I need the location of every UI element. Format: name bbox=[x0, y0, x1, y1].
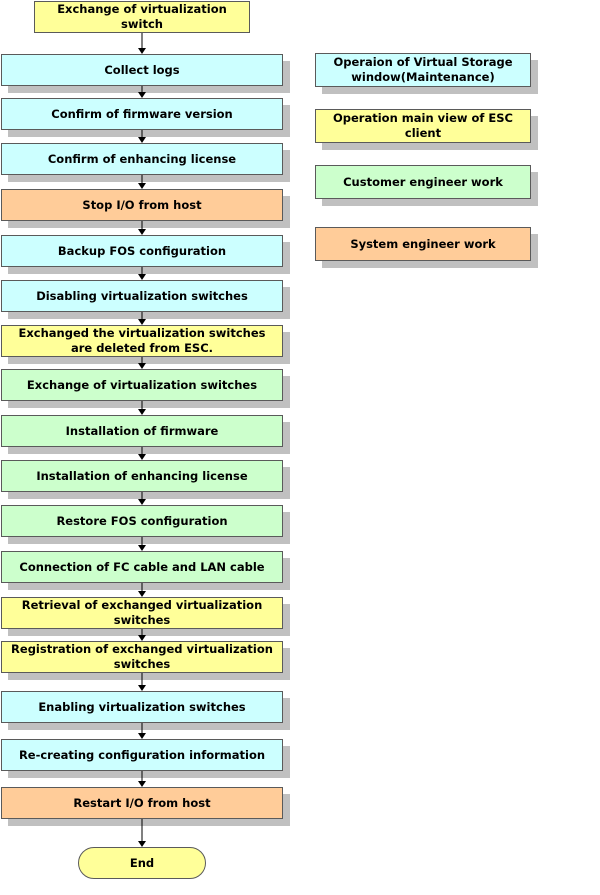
flow-end-terminal: End bbox=[78, 847, 206, 879]
arrow-head-icon bbox=[138, 92, 146, 98]
arrow-head-icon bbox=[138, 733, 146, 739]
arrow-head-icon bbox=[138, 319, 146, 325]
arrow-head-icon bbox=[138, 841, 146, 847]
arrow-head-icon bbox=[138, 591, 146, 597]
flow-step-box: Confirm of firmware version bbox=[1, 98, 283, 130]
legend-box: Customer engineer work bbox=[315, 165, 531, 199]
flow-step-box: Retrieval of exchanged virtualization sw… bbox=[1, 597, 283, 629]
flow-step-box: Connection of FC cable and LAN cable bbox=[1, 551, 283, 583]
arrow-head-icon bbox=[138, 183, 146, 189]
flow-start-box: Exchange of virtualization switch bbox=[34, 1, 250, 33]
flow-step-box: Exchanged the virtualization switches ar… bbox=[1, 325, 283, 357]
flow-step-box: Restart I/O from host bbox=[1, 787, 283, 819]
arrow-head-icon bbox=[138, 409, 146, 415]
arrow-head-icon bbox=[138, 685, 146, 691]
flow-step-box: Disabling virtualization switches bbox=[1, 280, 283, 312]
legend-box: Operation main view of ESC client bbox=[315, 109, 531, 143]
arrow-head-icon bbox=[138, 137, 146, 143]
legend-box: System engineer work bbox=[315, 227, 531, 261]
arrow-head-icon bbox=[138, 545, 146, 551]
flow-step-box: Installation of enhancing license bbox=[1, 460, 283, 492]
flow-step-box: Re-creating configuration information bbox=[1, 739, 283, 771]
arrow-head-icon bbox=[138, 48, 146, 54]
flow-step-box: Registration of exchanged virtualization… bbox=[1, 641, 283, 673]
flow-step-box: Stop I/O from host bbox=[1, 189, 283, 221]
flow-step-box: Enabling virtualization switches bbox=[1, 691, 283, 723]
arrow-head-icon bbox=[138, 499, 146, 505]
flow-step-box: Confirm of enhancing license bbox=[1, 143, 283, 175]
flow-step-box: Backup FOS configuration bbox=[1, 235, 283, 267]
flow-step-box: Restore FOS configuration bbox=[1, 505, 283, 537]
arrow-head-icon bbox=[138, 229, 146, 235]
flow-step-box: Collect logs bbox=[1, 54, 283, 86]
flow-step-box: Exchange of virtualization switches bbox=[1, 369, 283, 401]
arrow-head-icon bbox=[138, 635, 146, 641]
flow-step-box: Installation of firmware bbox=[1, 415, 283, 447]
arrow-head-icon bbox=[138, 274, 146, 280]
arrow-head-icon bbox=[138, 781, 146, 787]
arrow-head-icon bbox=[138, 454, 146, 460]
legend-box: Operaion of Virtual Storage window(Maint… bbox=[315, 53, 531, 87]
arrow-head-icon bbox=[138, 363, 146, 369]
